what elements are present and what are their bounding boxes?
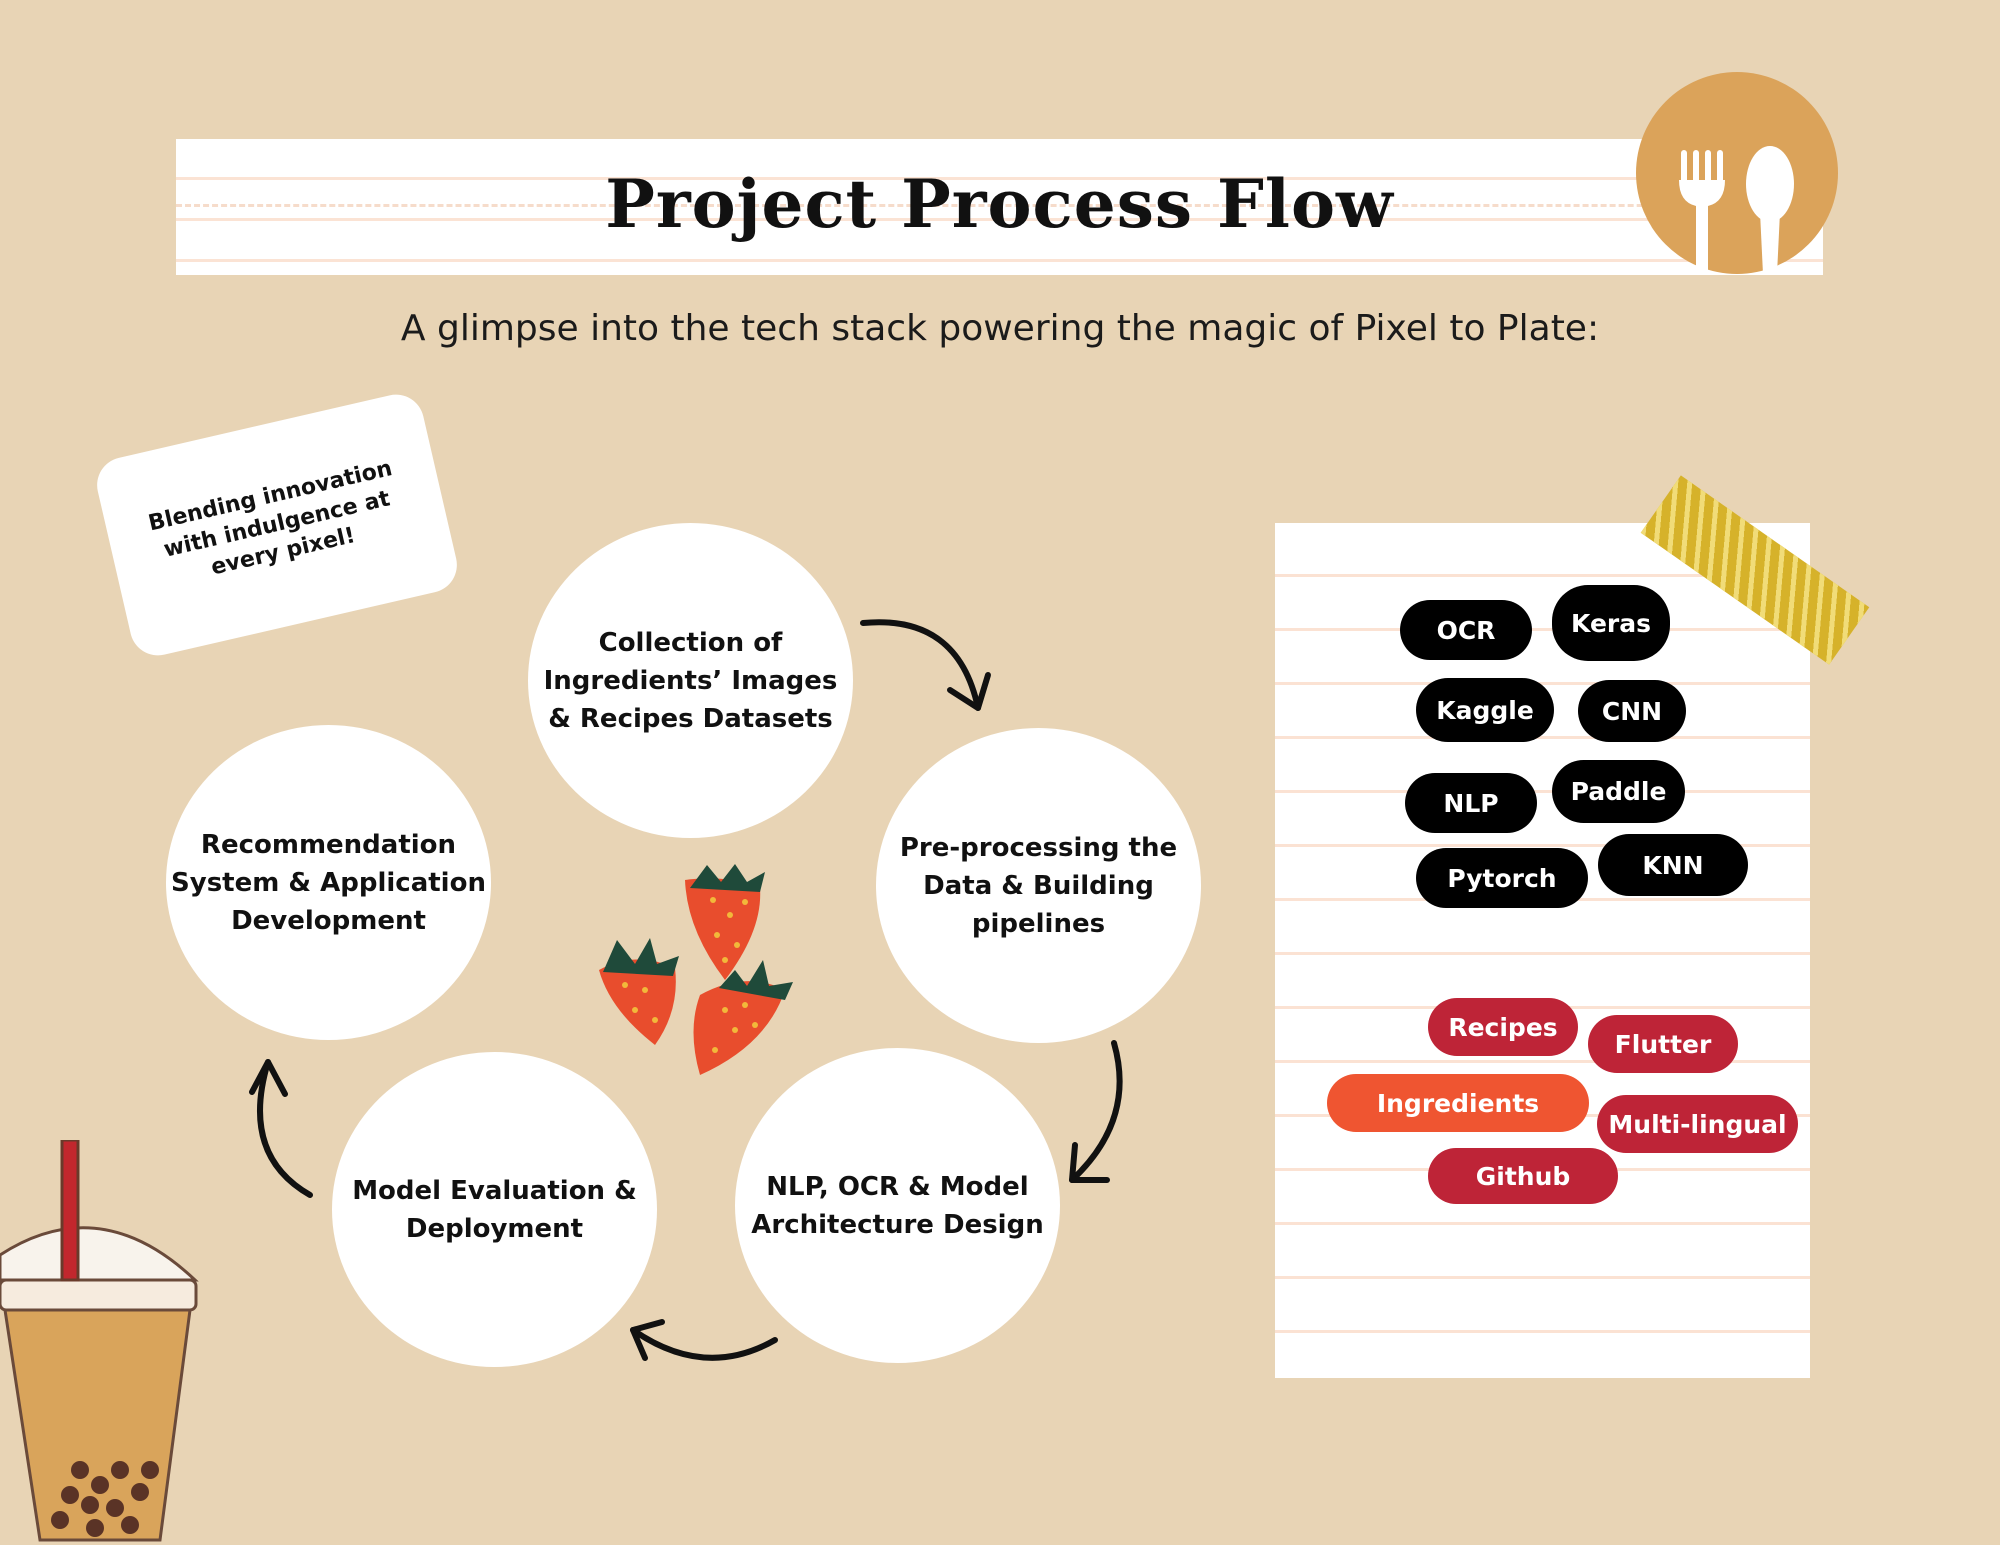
step-label-line: Model Evaluation & xyxy=(352,1175,637,1206)
step-label: NLP, OCR & Model Architecture Design xyxy=(751,1168,1043,1244)
tech-pill: Kaggle xyxy=(1416,678,1554,742)
arrow-icon xyxy=(249,1059,313,1198)
step-label-line: Development xyxy=(231,905,426,936)
strawberry-icon xyxy=(599,864,793,1075)
feature-pill: Ingredients xyxy=(1327,1074,1589,1132)
tech-pill: Keras xyxy=(1552,585,1670,661)
step-label-line: Recommendation xyxy=(200,829,457,860)
arrow-icon xyxy=(630,1319,778,1361)
step-circle-evaluation: Model Evaluation & Deployment xyxy=(332,1052,657,1367)
step-label-line: System & Application xyxy=(171,867,486,898)
feature-pill: Recipes xyxy=(1428,998,1578,1056)
step-label-line: & Recipes Datasets xyxy=(548,703,833,734)
step-label: Pre-processing the Data & Building pipel… xyxy=(900,829,1177,943)
feature-pill: Multi-lingual xyxy=(1597,1095,1798,1153)
step-circle-architecture: NLP, OCR & Model Architecture Design xyxy=(735,1048,1060,1363)
step-label-line: Data & Building xyxy=(923,870,1154,901)
logo xyxy=(1636,72,1838,274)
feature-pill: Github xyxy=(1428,1148,1618,1204)
step-label-line: Deployment xyxy=(405,1213,584,1244)
fork-spoon-icon xyxy=(1679,146,1794,274)
step-circle-preprocessing: Pre-processing the Data & Building pipel… xyxy=(876,728,1201,1043)
tech-pill: OCR xyxy=(1400,600,1532,660)
step-label-line: Pre-processing the xyxy=(899,832,1178,863)
page-title: Project Process Flow xyxy=(605,165,1394,243)
step-label: Model Evaluation & Deployment xyxy=(352,1172,637,1248)
tech-stack-notepad xyxy=(1275,523,1810,1378)
tech-pill: CNN xyxy=(1578,680,1686,742)
step-label: Collection of Ingredients’ Images & Reci… xyxy=(544,624,838,738)
step-label: Recommendation System & Application Deve… xyxy=(171,826,486,940)
arrow-icon xyxy=(1069,1040,1123,1183)
arrow-icon xyxy=(860,619,991,711)
feature-pill: Flutter xyxy=(1588,1015,1738,1073)
step-label-line: Architecture Design xyxy=(751,1209,1044,1240)
tech-pill: Pytorch xyxy=(1416,848,1588,908)
step-label-line: Collection of xyxy=(598,627,783,658)
banner-dashed-line xyxy=(176,204,1823,207)
step-label-line: pipelines xyxy=(971,908,1106,939)
step-circle-collection: Collection of Ingredients’ Images & Reci… xyxy=(528,523,853,838)
bubble-tea-icon xyxy=(0,1140,199,1542)
tech-pill: Paddle xyxy=(1552,760,1685,823)
step-circle-recommendation: Recommendation System & Application Deve… xyxy=(166,725,491,1040)
step-label-line: NLP, OCR & Model xyxy=(766,1171,1029,1202)
title-banner xyxy=(176,139,1823,275)
tech-pill: NLP xyxy=(1405,773,1537,833)
step-label-line: Ingredients’ Images xyxy=(543,665,838,696)
page-subtitle: A glimpse into the tech stack powering t… xyxy=(400,308,1600,349)
tech-pill: KNN xyxy=(1598,834,1748,896)
